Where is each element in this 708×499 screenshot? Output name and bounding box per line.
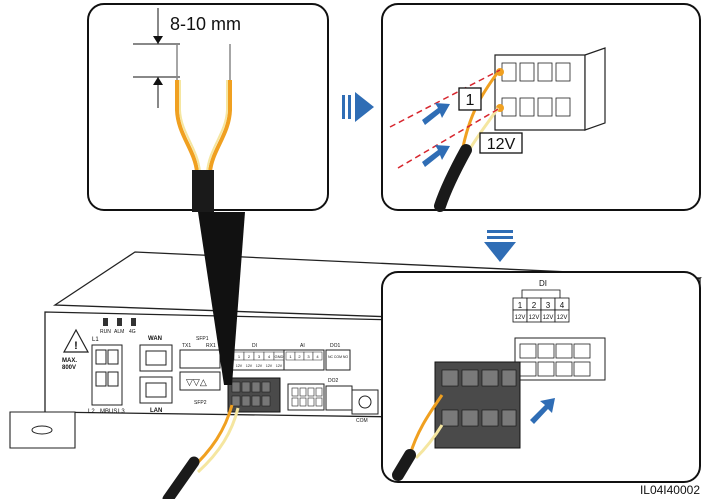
power-connector: ! MAX. 800V L1 L2 MBUS L3	[62, 328, 125, 415]
svg-text:▽▽△: ▽▽△	[186, 377, 207, 387]
installed-cable	[162, 404, 240, 499]
device-di-block: DI 1 12V 2 12V 3 12V 4 12V GND 12V	[227, 343, 285, 413]
device-ai-terminal-1: 1	[289, 354, 292, 359]
tx-label: TX1	[182, 343, 191, 349]
sfp2-label: SFP2	[194, 400, 207, 406]
label-l2: L2	[88, 409, 95, 415]
warning-text-line2: 800V	[62, 365, 76, 371]
callout-pointer	[198, 212, 245, 385]
legend-voltage-2: 12V	[529, 315, 540, 321]
sfp-ports: SFP1 TX1 RX1 ▽▽△ SFP2	[179, 336, 221, 406]
device-do-terminal-2: COM	[334, 355, 342, 359]
device-do2-label: DO2	[328, 378, 339, 384]
step-arrow-down	[484, 230, 516, 262]
wire-voltage-label: 12V	[487, 136, 516, 153]
com-connector: COM	[351, 389, 379, 424]
device-di-terminal-3: 3	[258, 354, 261, 359]
legend-voltage-1: 12V	[515, 315, 526, 321]
sfp1-label: SFP1	[196, 336, 209, 342]
com-label: COM	[356, 418, 368, 424]
device-di-voltage-5: 12V	[276, 364, 283, 368]
legend-number-2: 2	[532, 301, 537, 310]
device-di-voltage-2: 12V	[246, 364, 253, 368]
strip-length-label: 8-10 mm	[170, 14, 241, 34]
label-l3: L3	[118, 409, 125, 415]
label-l1: L1	[92, 337, 99, 343]
panel-insert-wires: 1 12V	[381, 3, 701, 212]
device-ai-block: AI 1 2 3 4	[283, 343, 325, 411]
device-di-label: DI	[252, 343, 257, 349]
step-arrow-right	[342, 92, 374, 122]
svg-text:!: !	[74, 340, 78, 352]
led-alm-label: ALM	[114, 329, 124, 335]
ethernet-ports: WAN LAN	[139, 336, 173, 414]
label-mbus: MBUS	[100, 409, 117, 415]
legend-number-3: 3	[546, 301, 551, 310]
device-di-voltage-4: 12V	[266, 364, 273, 368]
led-run-label: RUN	[100, 329, 111, 335]
device-ai-label: AI	[300, 343, 305, 349]
wire-number-label: 1	[466, 92, 475, 109]
device-ai-terminal-4: 4	[316, 354, 319, 359]
legend-number-1: 1	[518, 301, 523, 310]
device-di-terminal-2: 2	[248, 354, 251, 359]
rx-label: RX1	[206, 343, 216, 349]
device-di-terminal-1: 1	[238, 354, 241, 359]
device-ai-terminal-3: 3	[307, 354, 310, 359]
panel-strip-wires: 8-10 mm	[87, 3, 329, 212]
device-do-terminal-1: NC	[328, 355, 334, 359]
figure-id: IL04I40002	[640, 483, 700, 497]
legend-di-label: DI	[539, 279, 547, 288]
device-di-voltage-3: 12V	[256, 364, 263, 368]
wan-label: WAN	[148, 336, 162, 342]
panel-plug-connector: DI 1 12V 2 12V 3 12V 4 12V	[381, 271, 701, 483]
legend-number-4: 4	[560, 301, 565, 310]
warning-text-line1: MAX.	[62, 358, 77, 364]
device-do-terminal-3: NO	[343, 355, 349, 359]
device-ai-terminal-2: 2	[298, 354, 301, 359]
device-di-terminal-5: GND	[275, 354, 284, 359]
legend-voltage-3: 12V	[543, 315, 554, 321]
device-di-voltage-1: 12V	[236, 364, 243, 368]
led-4g-label: 4G	[129, 329, 136, 335]
device-di-terminal-4: 4	[268, 354, 271, 359]
status-leds: RUN ALM 4G	[100, 318, 136, 335]
device-do1-label: DO1	[330, 343, 341, 349]
legend-voltage-4: 12V	[557, 315, 568, 321]
lan-label: LAN	[150, 408, 162, 414]
